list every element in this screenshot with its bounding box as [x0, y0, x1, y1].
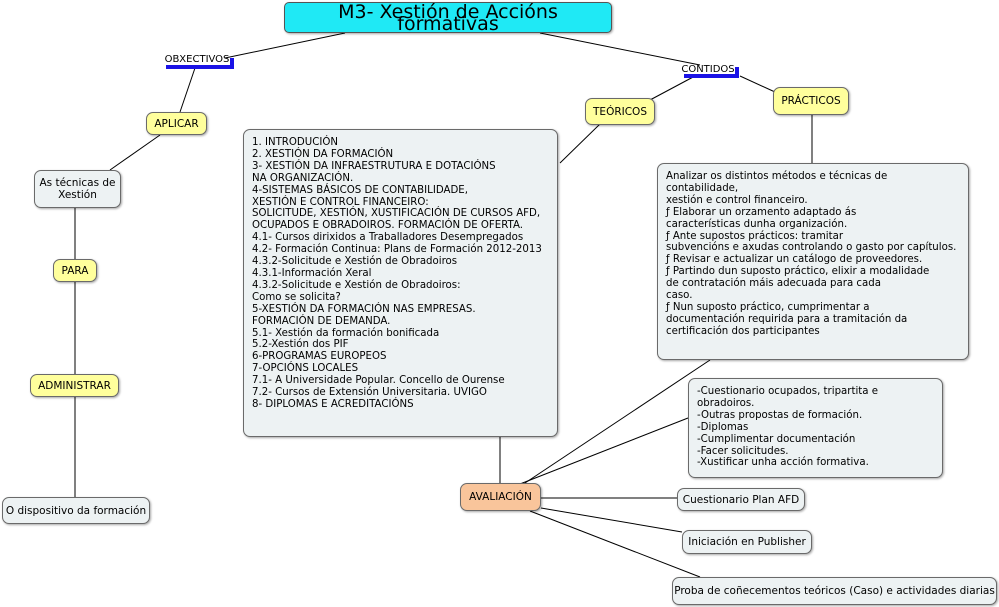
link-title-contidos — [539, 32, 701, 66]
avaliacion-node[interactable]: AVALIACIÓN — [460, 483, 541, 511]
cuestionario-node[interactable]: Cuestionario Plan AFD — [677, 488, 805, 511]
para-node[interactable]: PARA — [53, 259, 97, 282]
administrar-node[interactable]: ADMINISTRAR — [30, 374, 119, 397]
link-contidos-teoricos — [649, 75, 696, 101]
link-teoricos-content — [559, 123, 601, 164]
link-practicos-avaliacion — [524, 359, 711, 484]
obxectivos-underline — [166, 65, 234, 69]
contidos-underline — [684, 74, 739, 78]
link-contidos-practicos — [739, 75, 776, 93]
obxectivos-underline-tick — [230, 58, 234, 67]
link-aplicar-tecnicas — [109, 134, 161, 171]
link-avaliacion-proba — [529, 510, 701, 578]
teoricos-node[interactable]: TEÓRICOS — [585, 98, 655, 125]
link-avaliacion-list — [519, 417, 689, 485]
link-obxectivos-aplicar — [179, 67, 196, 113]
teoricos-content-node[interactable]: 1. INTRODUCIÓN 2. XESTIÓN DA FORMACIÓN 3… — [243, 129, 558, 437]
practicos-node[interactable]: PRÁCTICOS — [773, 87, 849, 115]
dispositivo-node[interactable]: O dispositivo da formación — [2, 497, 150, 524]
aplicar-node[interactable]: APLICAR — [146, 112, 207, 135]
practicos-content-node[interactable]: Analizar os distintos métodos e técnicas… — [657, 163, 969, 360]
contidos-label: CONTIDOS — [681, 63, 735, 75]
map-title: M3- Xestión de Accións formativas — [284, 2, 612, 33]
link-avaliacion-publisher — [540, 507, 683, 533]
tecnicas-node[interactable]: As técnicas de Xestión — [34, 170, 121, 208]
obxectivos-label: OBXECTIVOS — [164, 53, 230, 65]
contidos-underline-tick — [735, 67, 739, 76]
publisher-node[interactable]: Iniciación en Publisher — [682, 530, 812, 554]
link-title-obxectivos — [224, 32, 346, 59]
proba-node[interactable]: Proba de coñecementos teóricos (Caso) e … — [672, 577, 997, 605]
avaliacion-list-node[interactable]: -Cuestionario ocupados, tripartita e obr… — [688, 378, 943, 478]
